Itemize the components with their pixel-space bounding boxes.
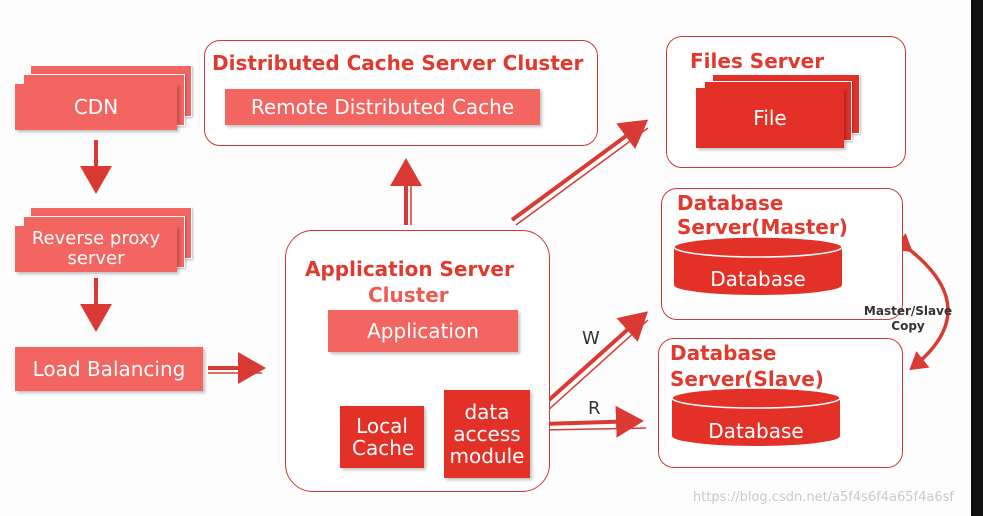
db-slave-title-line2: Server(Slave)	[670, 367, 824, 391]
data-access-label: data access module	[449, 400, 525, 468]
application-label: Application	[367, 319, 479, 343]
load-balancing-node: Load Balancing	[15, 347, 203, 391]
local-cache-node: Local Cache	[340, 406, 424, 468]
local-cache-label: Local Cache	[352, 414, 415, 460]
application-node: Application	[328, 310, 518, 352]
cdn-node: CDN	[15, 84, 177, 130]
reverse-proxy-node: Reverse proxy server	[15, 226, 177, 272]
db-slave-title-line1: Database	[670, 341, 777, 365]
right-edge-bar	[971, 0, 983, 516]
replication-label-line1: Master/Slave	[863, 304, 953, 318]
arrow-write-to-master	[538, 311, 648, 410]
arrow-app-to-files	[510, 119, 649, 222]
db-slave-label: Database	[708, 419, 803, 443]
db-master-label: Database	[710, 267, 805, 291]
data-access-node: data access module	[444, 390, 530, 478]
write-label: W	[582, 328, 600, 349]
remote-cache-node: Remote Distributed Cache	[225, 89, 540, 125]
app-cluster-title-line1: Application Server	[305, 257, 514, 281]
cache-cluster-title: Distributed Cache Server Cluster	[212, 51, 584, 75]
arrow-master-slave-replication	[892, 233, 950, 371]
file-label: File	[753, 106, 787, 130]
files-server-title: Files Server	[690, 49, 825, 73]
db-slave-cylinder: Database	[671, 387, 841, 446]
db-master-title-line1: Database	[677, 191, 784, 215]
file-node: File	[696, 88, 844, 148]
reverse-proxy-label: Reverse proxy server	[31, 228, 161, 269]
db-master-title-line2: Server(Master)	[677, 215, 848, 239]
cdn-label: CDN	[73, 95, 119, 119]
remote-cache-label: Remote Distributed Cache	[250, 95, 515, 119]
replication-label: Master/Slave Copy	[858, 304, 958, 334]
arrow-read-from-slave	[541, 405, 644, 438]
read-label: R	[588, 398, 601, 419]
load-balancing-label: Load Balancing	[32, 357, 186, 381]
watermark-text: https://blog.csdn.net/a5f4s6f4a65f4a6sf	[693, 490, 954, 505]
replication-label-line2: Copy	[891, 319, 925, 333]
db-master-cylinder: Database	[673, 236, 843, 295]
app-cluster-title-line2: Cluster	[368, 283, 449, 307]
